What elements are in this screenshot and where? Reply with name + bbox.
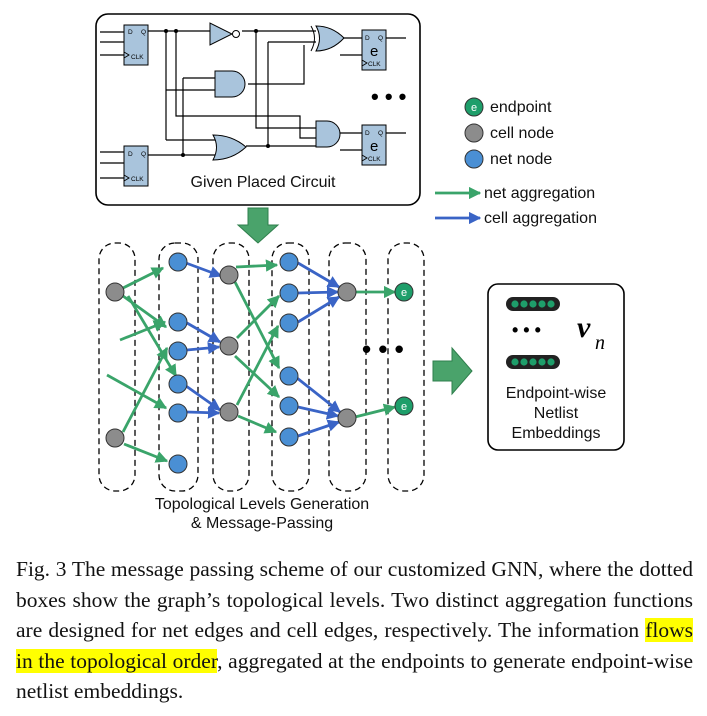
legend-endpoint-swatch	[464, 97, 484, 117]
figure-caption: Fig. 3 The message passing scheme of our…	[16, 554, 693, 707]
legend-cell-aggregation-label: cell aggregation	[484, 210, 597, 227]
net-node	[279, 283, 299, 303]
cell-node	[105, 282, 125, 302]
svg-text:Q: Q	[141, 29, 146, 36]
cell-node	[337, 408, 357, 428]
cell-node	[219, 336, 239, 356]
svg-text:e: e	[471, 102, 477, 114]
net-node	[279, 366, 299, 386]
net-aggregation-edges	[106, 259, 397, 463]
cell-node	[219, 402, 239, 422]
svg-text:D: D	[128, 151, 133, 158]
down-flow-arrow	[236, 207, 280, 244]
svg-text:CLK: CLK	[368, 61, 381, 68]
embeddings-label-line1: Endpoint-wise	[506, 385, 607, 402]
message-passing-figure: D Q CLK D Q CLK D Q e CLK D Q e CLK	[95, 13, 625, 532]
embedding-subscript: n	[595, 332, 605, 354]
flipflop-top-left: D Q CLK	[123, 24, 149, 66]
cell-node	[105, 428, 125, 448]
graph-label-line2: & Message-Passing	[191, 515, 333, 532]
embedding-vector-bottom	[506, 355, 560, 369]
level-6	[387, 242, 425, 492]
endpoint-node-bottom: e	[394, 396, 414, 416]
svg-text:e: e	[370, 138, 378, 155]
caption-text-before: Fig. 3 The message passing scheme of our…	[16, 557, 693, 642]
level-3	[212, 242, 250, 492]
and-gate-upper	[214, 70, 246, 98]
svg-text:D: D	[128, 29, 133, 36]
svg-text:CLK: CLK	[131, 54, 144, 61]
legend-cell-node-swatch	[464, 123, 484, 143]
legend-cell-node-label: cell node	[490, 125, 554, 142]
not-gate	[209, 22, 240, 46]
svg-text:D: D	[365, 35, 370, 42]
svg-text:CLK: CLK	[368, 156, 381, 163]
net-node	[168, 403, 188, 423]
graph-label-line1: Topological Levels Generation	[155, 496, 369, 513]
circuit-ellipsis: • • •	[371, 84, 406, 109]
net-node	[168, 312, 188, 332]
net-node	[279, 313, 299, 333]
wire-junctions	[164, 29, 270, 157]
cell-node	[219, 265, 239, 285]
net-node	[279, 427, 299, 447]
net-node	[279, 396, 299, 416]
cell-aggregation-edges	[185, 261, 341, 438]
embeddings-label-line3: Embeddings	[512, 425, 601, 442]
cell-nodes	[105, 265, 357, 448]
embeddings-ellipsis: • • •	[512, 320, 541, 340]
svg-text:CLK: CLK	[131, 176, 144, 183]
xor-gate	[310, 25, 345, 52]
embeddings-panel: • • • v n Endpoint-wise Netlist Embeddin…	[487, 283, 625, 451]
legend-net-aggregation-label: net aggregation	[484, 185, 595, 202]
legend-net-node-swatch	[464, 149, 484, 169]
graph-ellipsis: • • •	[362, 334, 404, 364]
svg-text:e: e	[401, 401, 407, 413]
net-node	[168, 252, 188, 272]
right-flow-arrow	[432, 346, 473, 396]
legend-endpoint-label: endpoint	[490, 99, 552, 116]
and-gate-right	[315, 120, 341, 148]
flipflop-endpoint-top: D Q e CLK	[361, 29, 387, 71]
level-2	[158, 242, 199, 492]
cell-node	[337, 282, 357, 302]
net-nodes	[168, 252, 299, 474]
embeddings-label-line2: Netlist	[534, 405, 579, 422]
svg-text:e: e	[401, 287, 407, 299]
legend: e endpoint cell node net node net aggreg…	[435, 97, 597, 227]
svg-text:e: e	[370, 43, 378, 60]
flipflop-bottom-left: D Q CLK	[123, 145, 149, 187]
embedding-vector-top	[506, 297, 560, 311]
level-5	[328, 242, 367, 492]
caption-text-after: , aggregated at the endpoints to generat…	[16, 648, 693, 704]
svg-text:Q: Q	[141, 151, 146, 158]
svg-text:Q: Q	[378, 35, 383, 42]
circuit-frame	[95, 13, 421, 206]
topological-levels	[98, 242, 425, 492]
level-4	[271, 242, 310, 492]
legend-net-node-label: net node	[490, 151, 552, 168]
endpoint-node-top: e	[394, 282, 414, 302]
or-gate-lower	[212, 134, 247, 161]
svg-text:D: D	[365, 130, 370, 137]
circuit-panel: D Q CLK D Q CLK D Q e CLK D Q e CLK	[95, 13, 421, 206]
flipflop-endpoint-bottom: D Q e CLK	[361, 124, 387, 166]
net-node	[168, 341, 188, 361]
level-1	[98, 242, 136, 492]
circuit-wires	[100, 30, 406, 179]
net-node	[168, 454, 188, 474]
svg-text:Q: Q	[378, 130, 383, 137]
net-node	[168, 374, 188, 394]
net-node	[279, 252, 299, 272]
circuit-label: Given Placed Circuit	[191, 174, 337, 191]
embedding-symbol: v	[577, 311, 591, 344]
